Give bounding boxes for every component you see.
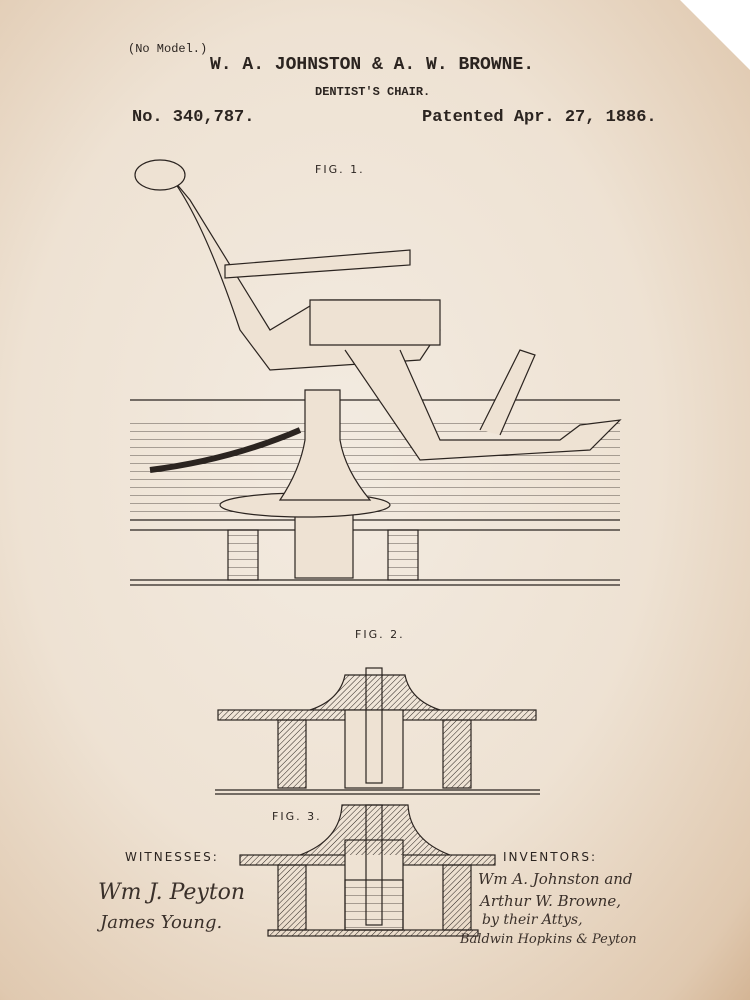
patent-inventors-title: W. A. JOHNSTON & A. W. BROWNE.: [210, 55, 535, 75]
fig2-label: FIG. 2.: [355, 628, 405, 641]
witness-signature: James Young.: [100, 912, 223, 933]
inventors-label: INVENTORS:: [503, 850, 598, 864]
patent-subject: DENTIST'S CHAIR.: [315, 85, 431, 99]
patent-date: Patented Apr. 27, 1886.: [422, 108, 657, 127]
fig1-label: FIG. 1.: [315, 163, 365, 176]
attorneys-note: by their Attys,: [482, 912, 583, 928]
attorneys-signature: Baldwin Hopkins & Peyton: [460, 932, 637, 947]
fig3-label: FIG. 3.: [272, 810, 322, 823]
witnesses-label: WITNESSES:: [125, 850, 219, 864]
fig2-cross-section-drawing: [215, 667, 540, 795]
page-corner-curl: [680, 0, 750, 70]
no-model-note: (No Model.): [128, 42, 208, 56]
patent-number: No. 340,787.: [132, 108, 255, 127]
fig1-dentist-chair-drawing: [130, 159, 622, 586]
inventor-signature: Wm A. Johnston and: [478, 870, 633, 888]
witness-signature: Wm J. Peyton: [98, 880, 246, 905]
inventor-signature: Arthur W. Browne,: [480, 892, 621, 910]
fig3-cross-section-drawing: [239, 804, 496, 937]
